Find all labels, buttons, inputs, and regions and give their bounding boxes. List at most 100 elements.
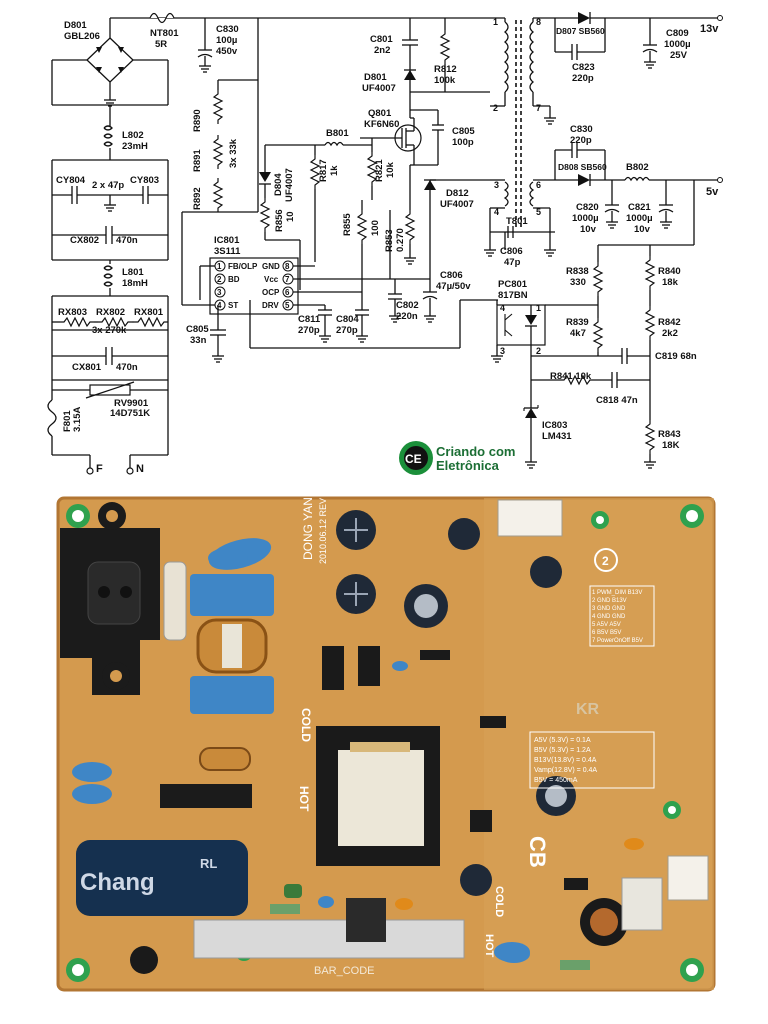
label-r812: R812 — [434, 64, 457, 75]
logo-line2: Eletrônica — [436, 458, 500, 473]
silk-brand: DONG YANG E&P — [301, 490, 315, 560]
label-c820-v2: 10v — [580, 224, 597, 235]
barcode-label: BAR_CODE — [314, 965, 375, 977]
label-c801: C801 — [370, 34, 393, 45]
pin-row-1: 2 GND B13V — [592, 598, 627, 604]
ic801-pin6: 6 — [285, 288, 290, 297]
label-c820: C820 — [576, 202, 599, 213]
diode-d808 — [578, 174, 590, 186]
label-c811-value: 270p — [298, 325, 320, 336]
pc801-pin1: 1 — [536, 303, 541, 313]
diode-power-2 — [358, 646, 380, 686]
criando-com-eletronica-logo: CE Criando com Eletrônica — [399, 441, 515, 475]
label-c823-value: 220p — [572, 73, 594, 84]
pin-row-6: 7 PowerOnOff B5V — [592, 638, 643, 644]
label-c806-47p: C806 — [500, 246, 523, 257]
silk-cb: CB — [525, 836, 550, 868]
label-ic801: IC801 — [214, 235, 240, 246]
silk-date: 2010.06.12 REV 12 — [318, 490, 328, 564]
ic801-pin8: 8 — [285, 262, 290, 271]
label-c806-47p-value: 47p — [504, 257, 521, 268]
silk-circle-number: 2 — [602, 554, 609, 568]
t801-pin4: 4 — [494, 207, 499, 217]
label-c801-value: 2n2 — [374, 45, 390, 56]
label-r853-value: 0.270 — [395, 228, 406, 252]
label-pc801-part: 817BN — [498, 290, 528, 301]
label-l801: L801 — [122, 267, 144, 278]
ic801-drv: DRV — [262, 301, 279, 310]
silk-cold-2: COLD — [493, 886, 505, 917]
label-d801: D801 — [64, 20, 87, 31]
label-c830b-value: 220p — [570, 135, 592, 146]
ic801-st: ST — [228, 301, 238, 310]
ic801-vcc: Vcc — [264, 275, 279, 284]
label-d812-part: UF4007 — [440, 199, 474, 210]
ic801-pin5: 5 — [285, 301, 290, 310]
label-c806-47u: C806 — [440, 270, 463, 281]
label-r817-value: 1k — [329, 165, 340, 176]
label-r842: R842 — [658, 317, 681, 328]
fuse-f801 — [47, 399, 57, 437]
label-c805-33n-value: 33n — [190, 335, 207, 346]
label-rx801: RX801 — [134, 307, 164, 318]
t801-pin7: 7 — [536, 103, 541, 113]
label-c830b: C830 — [570, 124, 593, 135]
label-r843-value: 18K — [662, 440, 680, 451]
label-l802-value: 23mH — [122, 141, 148, 152]
label-ic803: IC803 — [542, 420, 567, 431]
label-c821-v2: 10v — [634, 224, 651, 235]
power-supply-schematic: D801 GBL206 NT801 5R C830 100µ 450v L802… — [47, 12, 723, 475]
label-t801: T801 — [506, 216, 528, 227]
t801-pin8: 8 — [536, 17, 541, 27]
output-5v: 5v — [706, 186, 719, 198]
voltage-table — [529, 731, 655, 789]
label-r891: R891 — [192, 149, 203, 172]
label-cx802: CX802 — [70, 235, 99, 246]
label-c802-value: 220n — [396, 311, 418, 322]
label-r838-value: 330 — [570, 277, 586, 288]
label-c809: C809 — [666, 28, 689, 39]
ic801-pin4: 4 — [217, 301, 222, 310]
label-c805-100p: C805 — [452, 126, 475, 137]
logo-line1: Criando com — [436, 444, 515, 459]
silk-cold: COLD — [299, 708, 313, 742]
label-pc801: PC801 — [498, 279, 528, 290]
optocoupler-pc801 — [496, 304, 546, 346]
voltage-row-1: B5V (5.3V) = 1.2A — [534, 747, 591, 754]
t801-pin5: 5 — [536, 207, 541, 217]
label-ic803-part: LM431 — [542, 431, 572, 442]
label-l801-value: 18mH — [122, 278, 148, 289]
shunt-ic803 — [525, 408, 537, 418]
logo-mark: CE — [405, 452, 422, 466]
ic801-fb: FB/OLP — [228, 262, 258, 271]
input-filter-section — [47, 12, 505, 475]
heatsink — [193, 919, 465, 959]
label-rx-value: 3x 270k — [92, 325, 127, 336]
label-r890: R890 — [192, 109, 203, 132]
label-c809-v2: 25V — [670, 50, 688, 61]
x-capacitor-cx801 — [190, 676, 274, 714]
voltage-row-0: A5V (5.3V) = 0.1A — [534, 737, 591, 744]
ic801-bd: BD — [228, 275, 240, 284]
label-c830-v1: 100µ — [216, 35, 237, 46]
diode-d807 — [578, 12, 590, 24]
label-cy803: CY803 — [130, 175, 159, 186]
choke-l802 — [103, 125, 113, 147]
voltage-row-2: B13V(13.8V) = 0.4A — [534, 757, 597, 764]
label-c804: C804 — [336, 314, 359, 325]
output-connector — [497, 499, 563, 537]
label-cx802-value: 470n — [116, 235, 138, 246]
label-rv9901-part: 14D751K — [110, 408, 150, 419]
label-nt801: NT801 — [150, 28, 179, 39]
ic801-pin2: 2 — [217, 275, 222, 284]
t801-pin3: 3 — [494, 180, 499, 190]
voltage-row-3: Vamp(12.8V) = 0.4A — [534, 767, 597, 774]
label-rx803: RX803 — [58, 307, 87, 318]
label-ic801-part: 3S111 — [214, 246, 241, 257]
label-c805-100p-value: 100p — [452, 137, 474, 148]
label-r841: R841 10k — [550, 371, 592, 382]
label-q801-part: KF6N60 — [364, 119, 399, 130]
label-d812: D812 — [446, 188, 469, 199]
pin-row-2: 3 GND GND — [592, 606, 626, 612]
label-cx801-value: 470n — [116, 362, 138, 373]
